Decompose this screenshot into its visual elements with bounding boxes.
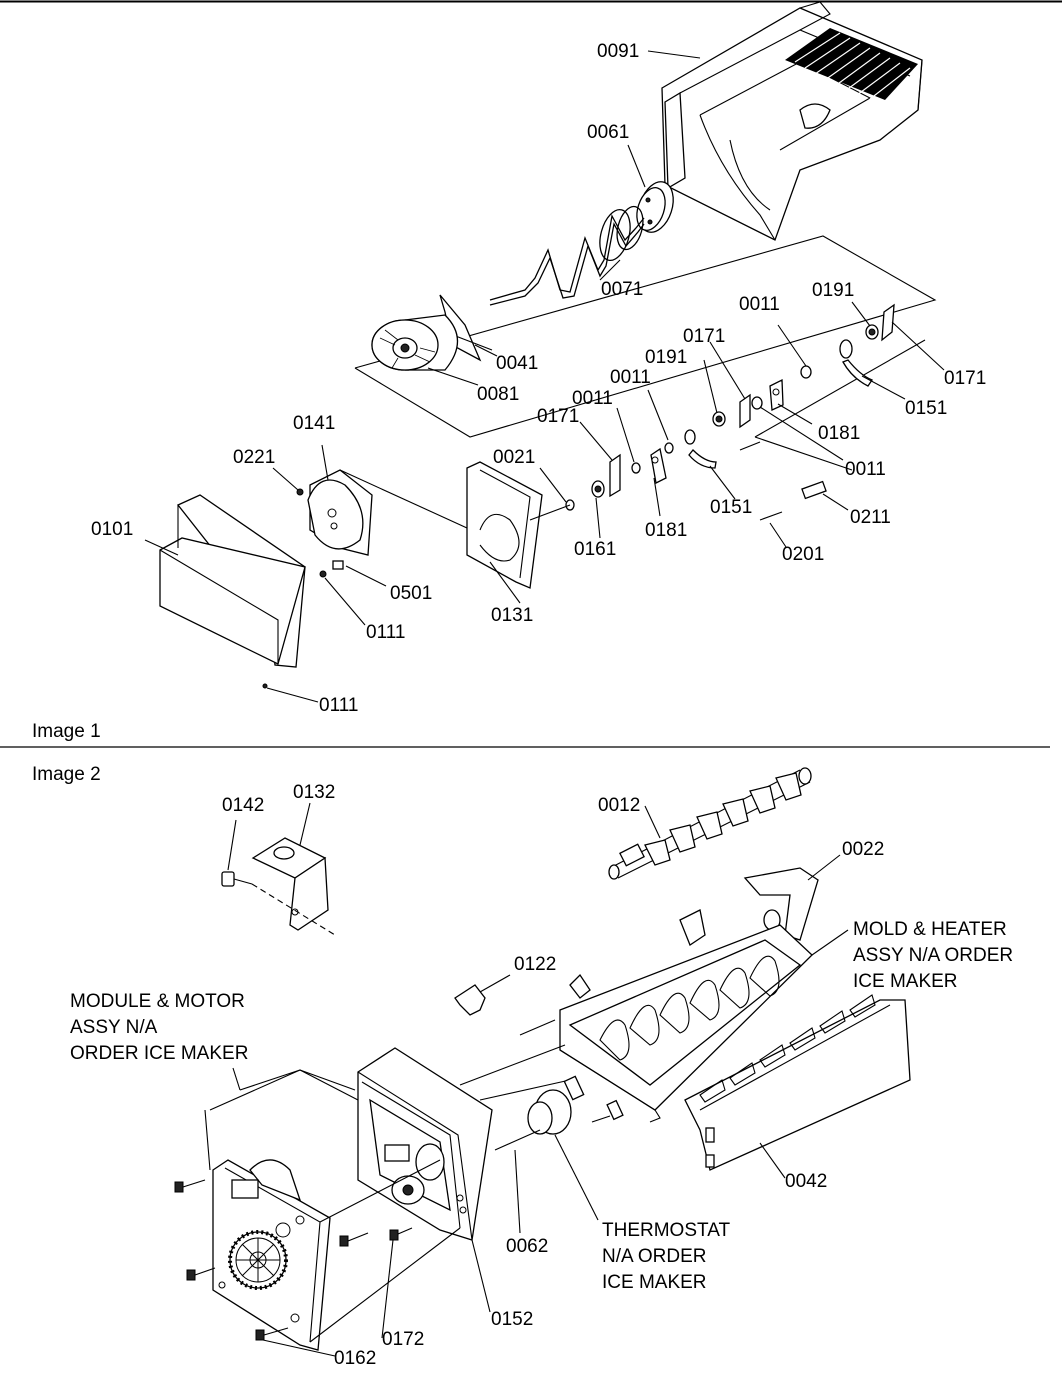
label-0111-a: 0111	[366, 622, 405, 643]
mounting-plate-part	[466, 461, 571, 589]
housing-part	[357, 1047, 493, 1313]
label-0131: 0131	[491, 605, 533, 626]
label-0501: 0501	[390, 583, 432, 604]
note-mold-line3: ICE MAKER	[853, 971, 958, 992]
pin-parts	[759, 480, 827, 521]
label-0012: 0012	[598, 795, 640, 816]
label-0011-d: 0011	[845, 459, 886, 480]
label-0201: 0201	[782, 544, 824, 565]
stripper-part	[743, 854, 841, 941]
gear-stack-upper	[800, 303, 895, 387]
label-0061: 0061	[587, 122, 629, 143]
note-thermo-line1: THERMOSTAT	[602, 1220, 730, 1241]
screws	[174, 1179, 413, 1357]
label-0041: 0041	[496, 353, 538, 374]
label-0152: 0152	[491, 1309, 533, 1330]
image1-leaders	[144, 50, 945, 703]
label-0011-b: 0011	[610, 367, 651, 388]
image2-labels: Image 2 0142 0132 0012 0022 0122 0042 00…	[32, 764, 1013, 1369]
image1-labels: 0091 0061 0071 0041 0081 0011 0191 0171 …	[32, 41, 986, 742]
image2-drawing	[174, 767, 911, 1357]
label-0221: 0221	[233, 447, 275, 468]
caption-image1: Image 1	[32, 721, 101, 742]
note-module-line2: ASSY N/A	[70, 1017, 158, 1038]
label-0011-a: 0011	[739, 294, 780, 315]
label-0171-c: 0171	[537, 406, 579, 427]
label-0081: 0081	[477, 384, 519, 405]
shield-part	[684, 994, 911, 1179]
note-thermo-line3: ICE MAKER	[602, 1272, 707, 1293]
label-0191-a: 0191	[812, 280, 854, 301]
note-mold-line1: MOLD & HEATER	[853, 919, 1007, 940]
label-0142: 0142	[222, 795, 264, 816]
label-0042: 0042	[785, 1171, 827, 1192]
label-0211: 0211	[850, 507, 891, 528]
hub-housing-part	[371, 314, 458, 371]
label-0151-b: 0151	[710, 497, 752, 518]
label-0122: 0122	[514, 954, 556, 975]
label-0011-c: 0011	[572, 388, 613, 409]
label-0062: 0062	[506, 1236, 548, 1257]
image1-drawing	[144, 1, 945, 703]
label-0181-a: 0181	[818, 423, 860, 444]
ejector-shaft-part	[608, 767, 812, 880]
label-0141: 0141	[293, 413, 335, 434]
gear-stack-middle	[565, 378, 784, 511]
label-0022: 0022	[842, 839, 884, 860]
label-0161: 0161	[574, 539, 616, 560]
note-mold-line2: ASSY N/A ORDER	[853, 945, 1013, 966]
front-cover-part	[159, 494, 306, 668]
clip-part	[454, 974, 511, 1016]
auger-disk-part	[636, 181, 674, 233]
thermostat-part	[494, 1075, 624, 1234]
mold-part	[459, 909, 849, 1123]
label-0071: 0071	[601, 279, 643, 300]
note-thermo-line2: N/A ORDER	[602, 1246, 707, 1267]
label-0172: 0172	[382, 1329, 424, 1350]
label-0132: 0132	[293, 782, 335, 803]
label-0111-b: 0111	[319, 695, 358, 716]
label-0171-b: 0171	[683, 326, 725, 347]
label-0162: 0162	[334, 1348, 376, 1369]
label-0181-b: 0181	[645, 520, 687, 541]
label-0191-b: 0191	[645, 347, 687, 368]
module-motor-part	[204, 1067, 461, 1351]
label-0171-a: 0171	[944, 368, 986, 389]
note-module-line1: MODULE & MOTOR	[70, 991, 245, 1012]
label-0091: 0091	[597, 41, 639, 62]
motor-part	[307, 469, 468, 556]
label-0151-a: 0151	[905, 398, 947, 419]
label-0101: 0101	[91, 519, 133, 540]
small-screws	[262, 488, 344, 689]
note-module-line3: ORDER ICE MAKER	[70, 1043, 248, 1064]
ice-bucket-part	[661, 1, 923, 241]
caption-image2: Image 2	[32, 764, 101, 785]
bracket-part	[221, 802, 336, 936]
auger-spring-part	[489, 205, 645, 306]
label-0021: 0021	[493, 447, 535, 468]
